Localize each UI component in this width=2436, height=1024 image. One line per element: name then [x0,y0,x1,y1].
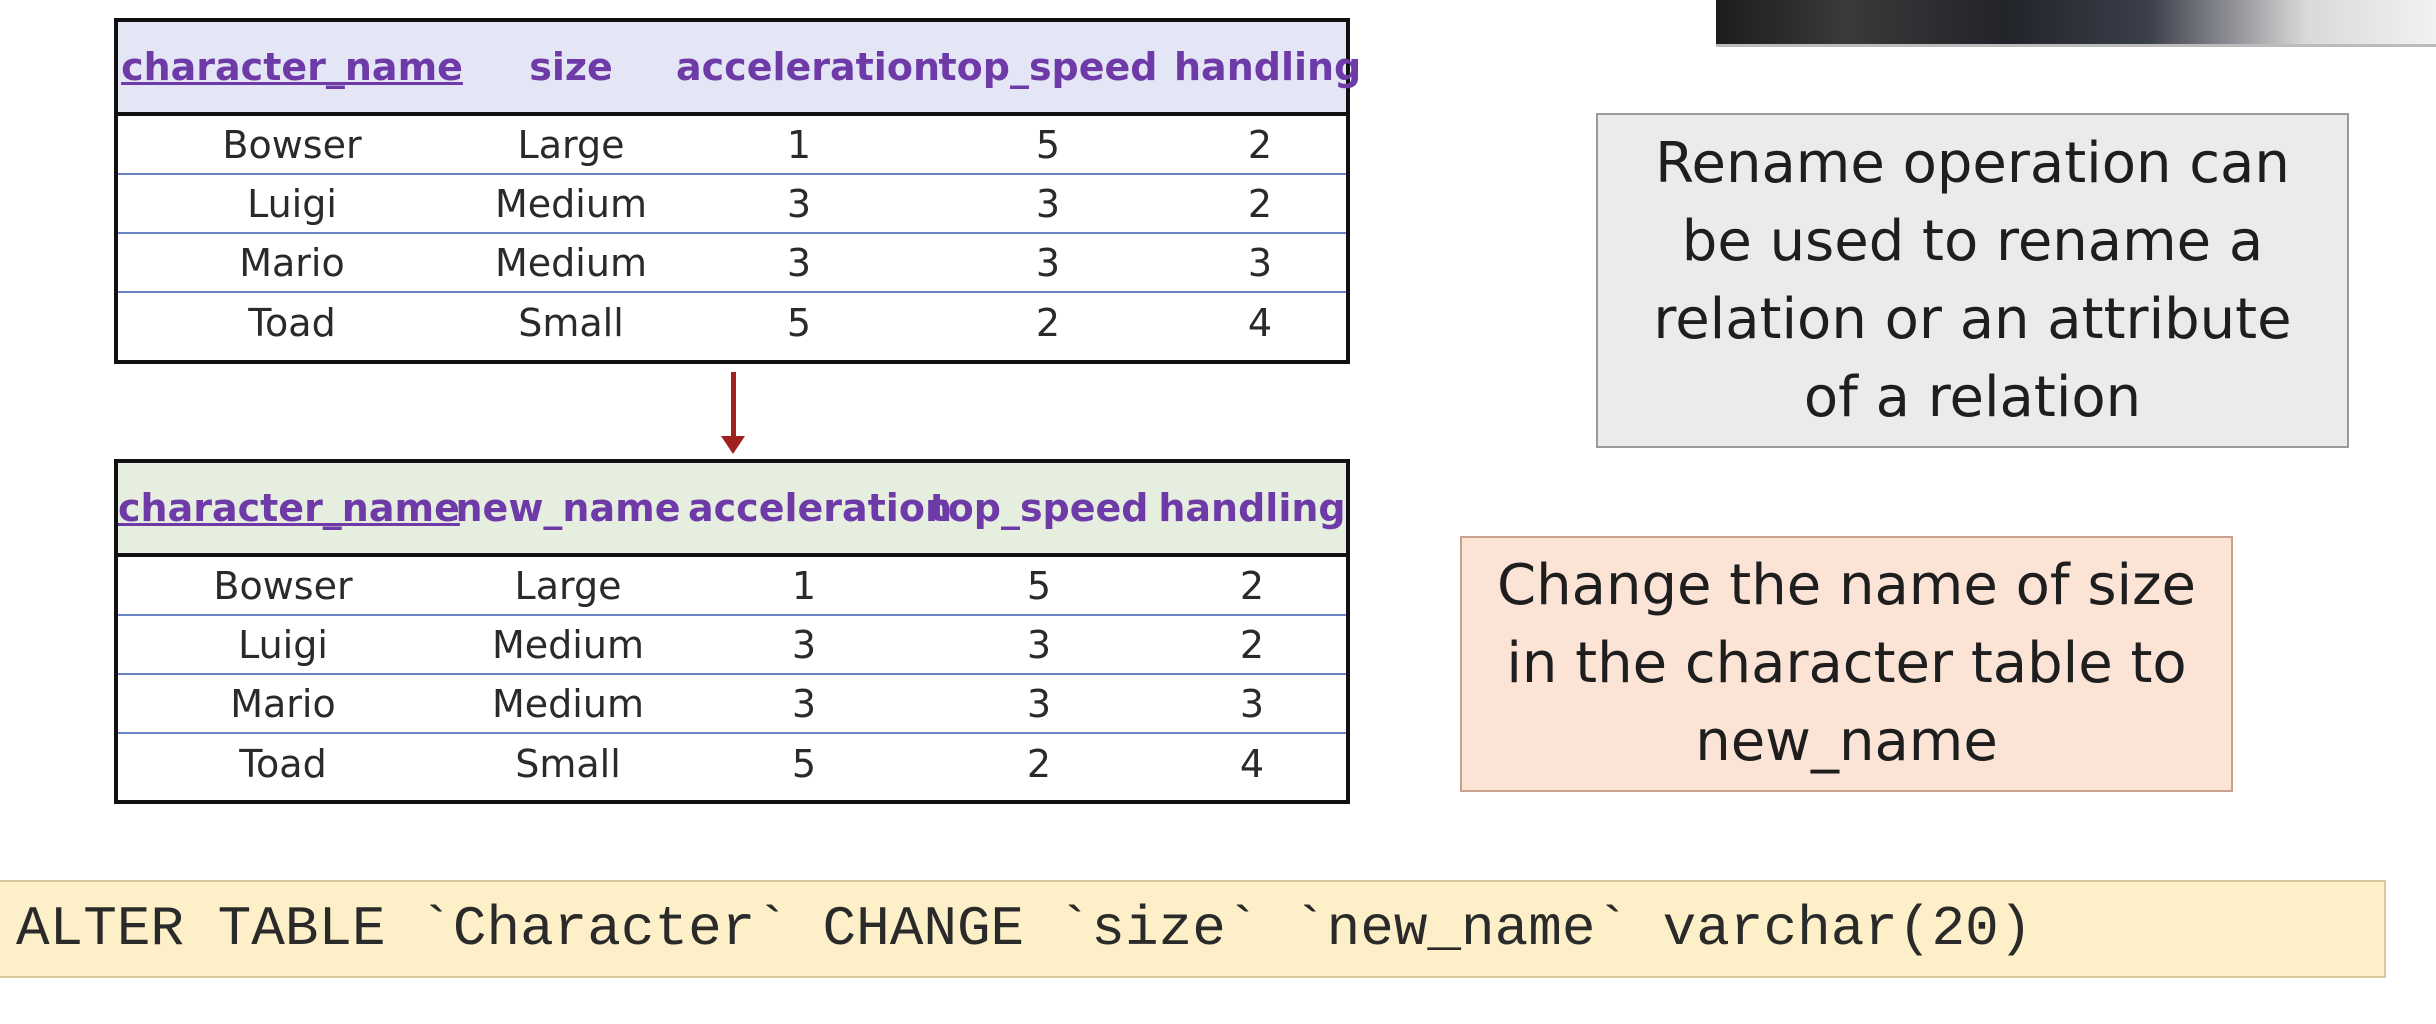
table-header-row: character_name new_name acceleration top… [118,463,1346,557]
column-header: new_name [455,486,681,530]
table-cell: 3 [786,240,812,285]
column-header: handling [1158,486,1346,530]
table-cell: 5 [1035,122,1061,167]
table-cell: Mario [239,240,345,285]
table-cell: 2 [1239,563,1265,608]
table-row: Mario Medium 3 3 3 [118,234,1346,293]
webcam-thumbnail [1716,0,2436,47]
table-cell: Luigi [247,181,337,226]
table-cell: Mario [230,681,336,726]
arrow-head-icon [721,436,745,454]
table-cell: 4 [1239,741,1265,786]
table-cell: Large [514,563,622,608]
note-change-size: Change the name of size in the character… [1460,536,2233,792]
table-cell: Medium [492,622,644,667]
table-cell: 1 [786,122,812,167]
table-cell: Large [517,122,625,167]
down-arrow-icon [731,372,736,440]
note-rename-operation: Rename operation can be used to rename a… [1596,113,2349,448]
column-header: character_name [118,486,460,530]
column-header: top_speed [938,45,1158,89]
table-cell: Medium [495,240,647,285]
sql-statement: ALTER TABLE `Character` CHANGE `size` `n… [0,880,2386,978]
table-cell: 2 [1026,741,1052,786]
table-cell: Small [515,741,621,786]
table-cell: Medium [492,681,644,726]
table-cell: 2 [1247,181,1273,226]
table-cell: 5 [1026,563,1052,608]
column-header: handling [1174,45,1362,89]
table-row: Toad Small 5 2 4 [118,293,1346,352]
table-row: Mario Medium 3 3 3 [118,675,1346,734]
table-cell: Bowser [213,563,353,608]
table-cell: 3 [1035,181,1061,226]
table-cell: Bowser [222,122,362,167]
table-cell: 4 [1247,300,1273,345]
table-cell: Small [518,300,624,345]
column-header: character_name [121,45,463,89]
table-cell: 2 [1035,300,1061,345]
table-cell: 5 [791,741,817,786]
table-cell: 5 [786,300,812,345]
table-cell: 2 [1247,122,1273,167]
table-cell: Medium [495,181,647,226]
table-cell: 3 [786,181,812,226]
table-cell: 3 [1239,681,1265,726]
column-header: top_speed [929,486,1149,530]
table-row: Luigi Medium 3 3 2 [118,616,1346,675]
table-cell: 1 [791,563,817,608]
column-header: acceleration [688,486,952,530]
column-header: acceleration [676,45,940,89]
table-renamed: character_name new_name acceleration top… [114,459,1350,804]
table-cell: Luigi [238,622,328,667]
table-cell: 3 [1035,240,1061,285]
table-row: Luigi Medium 3 3 2 [118,175,1346,234]
table-original: character_name size acceleration top_spe… [114,18,1362,364]
table-row: Bowser Large 1 5 2 [118,116,1346,175]
table-cell: Toad [239,741,327,786]
column-header: size [529,45,613,89]
table-header-row: character_name size acceleration top_spe… [118,22,1362,116]
table-cell: 3 [1026,681,1052,726]
table-cell: 3 [791,622,817,667]
table-row: Toad Small 5 2 4 [118,734,1346,793]
table-cell: 3 [791,681,817,726]
table-row: Bowser Large 1 5 2 [118,557,1346,616]
table-cell: Toad [248,300,336,345]
table-cell: 2 [1239,622,1265,667]
table-cell: 3 [1026,622,1052,667]
table-cell: 3 [1247,240,1273,285]
